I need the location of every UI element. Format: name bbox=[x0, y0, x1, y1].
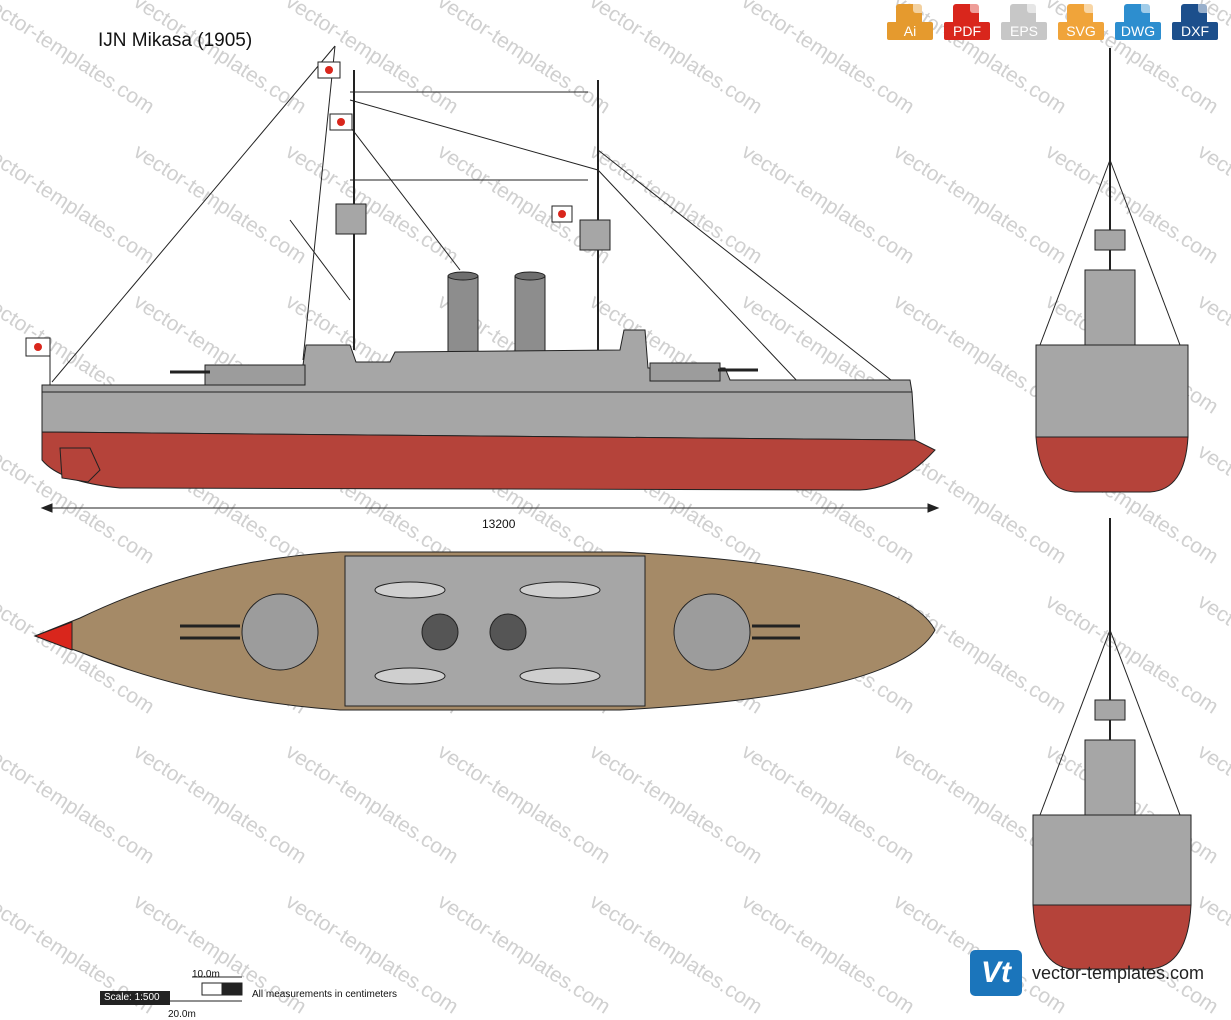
hull-lower bbox=[41, 431, 936, 491]
rigging-line bbox=[289, 219, 351, 301]
scale-20m-label: 20.0m bbox=[168, 1009, 196, 1020]
fighting-top bbox=[1094, 229, 1126, 251]
bridge bbox=[1084, 269, 1136, 346]
brand-logo: Vt bbox=[970, 950, 1022, 996]
format-label: SVG bbox=[1058, 22, 1104, 40]
scale-10m-label: 10.0m bbox=[192, 969, 220, 980]
boat bbox=[374, 667, 446, 685]
hull-upper bbox=[1035, 344, 1189, 438]
rigging-line bbox=[597, 149, 897, 385]
page-title: IJN Mikasa (1905) bbox=[98, 30, 253, 51]
hull-lower bbox=[1035, 436, 1189, 493]
brand-name: vector-templates.com bbox=[1032, 962, 1205, 983]
front-view bbox=[1035, 48, 1189, 493]
funnel-top bbox=[514, 271, 546, 281]
bridge bbox=[1084, 739, 1136, 816]
flag-disc bbox=[558, 210, 566, 218]
rigging-line bbox=[1109, 629, 1181, 816]
rigging-line bbox=[344, 119, 461, 271]
format-svg-button[interactable]: SVG bbox=[1055, 4, 1107, 52]
hull-lower bbox=[1032, 904, 1192, 970]
hull-upper bbox=[1032, 814, 1192, 906]
funnel-top bbox=[447, 271, 479, 281]
format-dwg-button[interactable]: DWG bbox=[1112, 4, 1164, 52]
format-eps-button[interactable]: EPS bbox=[998, 4, 1050, 52]
format-label: Ai bbox=[887, 22, 933, 40]
flag-disc bbox=[337, 118, 345, 126]
rigging-line bbox=[1039, 159, 1111, 346]
boat bbox=[374, 581, 446, 599]
rigging-line bbox=[597, 169, 801, 385]
rear-view bbox=[1032, 518, 1192, 970]
format-ai-button[interactable]: Ai bbox=[884, 4, 936, 52]
side-view bbox=[25, 45, 936, 491]
scale-bar-graphic bbox=[170, 976, 243, 1002]
boat bbox=[519, 667, 601, 685]
format-label: PDF bbox=[944, 22, 990, 40]
rigging-line bbox=[1109, 159, 1181, 346]
funnel bbox=[447, 275, 479, 365]
funnel-top-view bbox=[489, 613, 527, 651]
fore-fighting-top bbox=[335, 203, 367, 235]
rudder bbox=[59, 447, 101, 483]
dimension-label: 13200 bbox=[482, 517, 516, 531]
boat bbox=[519, 581, 601, 599]
aft-turret-top bbox=[241, 593, 319, 671]
flag-disc bbox=[34, 343, 42, 351]
rigging-line bbox=[349, 99, 599, 171]
scale-ratio-label: Scale: 1:500 bbox=[100, 991, 170, 1005]
format-label: EPS bbox=[1001, 22, 1047, 40]
ram-bow bbox=[33, 621, 73, 651]
format-dxf-button[interactable]: DXF bbox=[1169, 4, 1221, 52]
brand[interactable]: Vt vector-templates.com bbox=[970, 950, 1204, 996]
funnel bbox=[514, 275, 546, 365]
main-fighting-top bbox=[579, 219, 611, 251]
rigging-line bbox=[51, 45, 336, 383]
measurements-note: All measurements in centimeters bbox=[252, 989, 398, 1000]
length-dimension bbox=[40, 503, 940, 513]
rigging-line bbox=[1039, 629, 1111, 816]
format-pdf-button[interactable]: PDF bbox=[941, 4, 993, 52]
funnel-top-view bbox=[421, 613, 459, 651]
flag-disc bbox=[325, 66, 333, 74]
fore-turret-top bbox=[673, 593, 751, 671]
rigging-line bbox=[302, 45, 336, 361]
format-buttons: Ai PDF EPS SVG DWG DXF bbox=[884, 4, 1221, 52]
fore-turret bbox=[649, 362, 721, 382]
top-view bbox=[33, 551, 936, 711]
aft-turret bbox=[204, 364, 306, 386]
format-label: DXF bbox=[1172, 22, 1218, 40]
format-label: DWG bbox=[1115, 22, 1161, 40]
fighting-top bbox=[1094, 699, 1126, 721]
